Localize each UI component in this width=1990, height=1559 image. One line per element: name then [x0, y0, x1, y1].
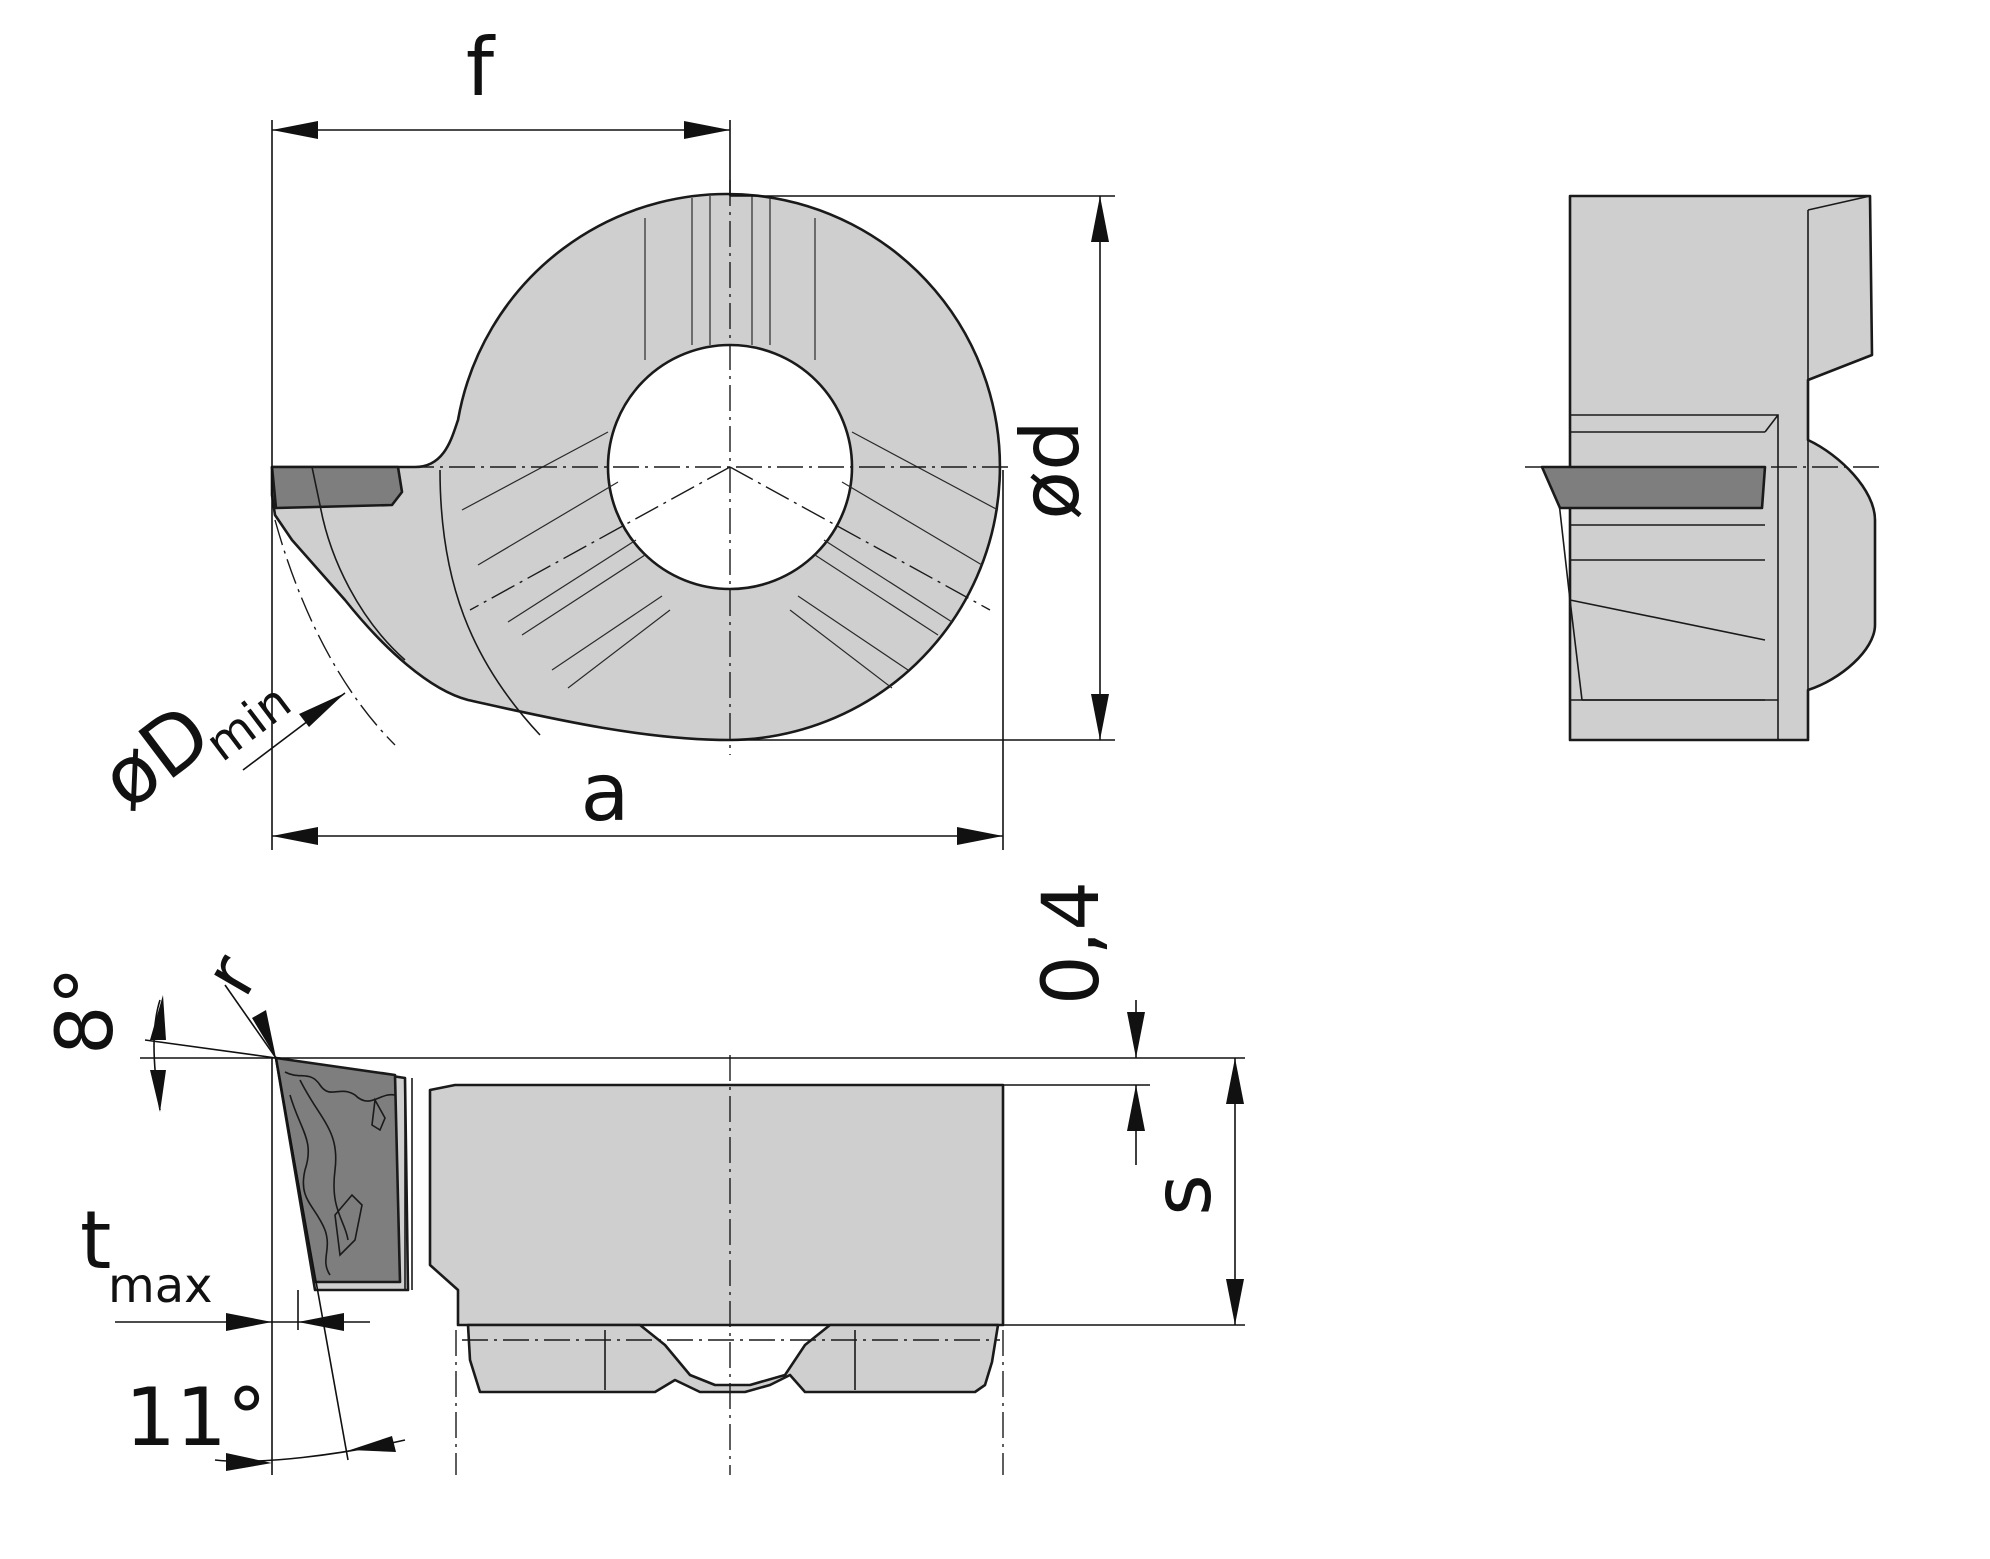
- label-gap: 0,4: [1027, 881, 1117, 1005]
- label-s: s: [1136, 1174, 1229, 1216]
- top-view-grooves-right: [789, 431, 999, 689]
- label-D: øD: [83, 686, 227, 827]
- label-angle-bottom: 11°: [125, 1371, 267, 1464]
- dimension-d: ød: [730, 195, 1115, 741]
- side-view: [1525, 194, 1885, 742]
- side-view-chamfer: [1807, 195, 1871, 690]
- side-view-insert-taper: [1554, 466, 1766, 701]
- front-view: [140, 1055, 1245, 1475]
- top-view-insert: [270, 465, 404, 510]
- dimension-angle-top: 8°: [41, 966, 277, 1112]
- label-r: r: [187, 941, 275, 1009]
- dimension-a: a: [272, 470, 1004, 850]
- dimension-f: f: [271, 21, 731, 850]
- side-view-insert: [1540, 465, 1767, 510]
- dimension-D-min: øD min: [83, 673, 346, 827]
- label-a: a: [580, 746, 629, 839]
- top-view-grooves-top: [644, 196, 816, 360]
- side-view-step-lines: [1570, 414, 1779, 740]
- top-view-grooves-left: [461, 431, 671, 689]
- front-view-holder-edges: [404, 1078, 431, 1290]
- front-view-body: [428, 1083, 1005, 1327]
- top-view-transition-edge: [439, 469, 541, 736]
- top-view-centerline-right-arm: [729, 466, 991, 611]
- dimension-angle-bottom: 11°: [125, 1057, 406, 1475]
- dimension-gap: 0,4: [1027, 881, 1145, 1165]
- top-view-insert-edge: [311, 466, 406, 661]
- front-view-bottom-profile: [466, 1323, 1000, 1394]
- label-angle-top: 8°: [41, 966, 131, 1055]
- label-f: f: [466, 21, 496, 114]
- dimension-s: s: [1003, 1058, 1245, 1326]
- top-view-min-bore-arc: [274, 519, 396, 746]
- label-t-sub: max: [108, 1258, 213, 1314]
- top-view-centerline-left-arm: [469, 466, 731, 611]
- label-d: ød: [1004, 420, 1097, 520]
- dimension-t-max: t max: [80, 1194, 370, 1331]
- front-view-chip-pocket: [334, 1097, 386, 1257]
- dimension-r: r: [187, 941, 277, 1059]
- label-t: t: [80, 1194, 111, 1287]
- top-view: [270, 180, 1010, 755]
